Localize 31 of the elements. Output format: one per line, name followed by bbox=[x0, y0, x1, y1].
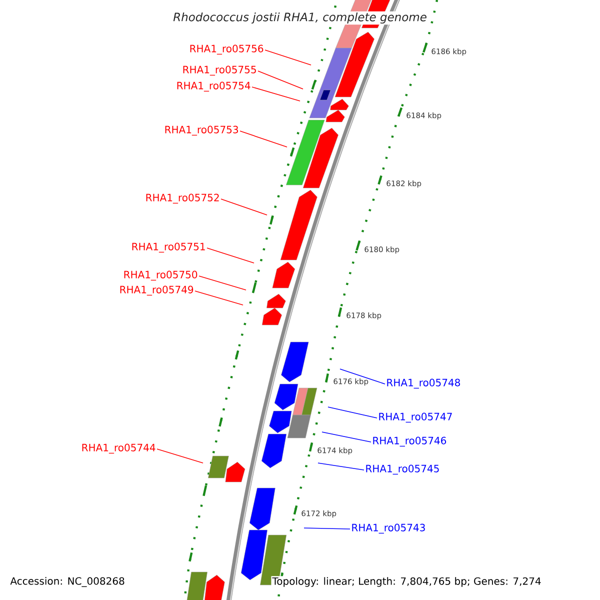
gene-label: RHA1_ro05752 bbox=[146, 194, 219, 204]
gene-label: RHA1_ro05743 bbox=[352, 524, 425, 534]
gene-label: RHA1_ro05744 bbox=[82, 444, 156, 454]
leader-line bbox=[304, 528, 350, 530]
leader-line bbox=[264, 50, 312, 66]
accession-text: Accession: NC_008268 bbox=[10, 577, 124, 587]
leader-line bbox=[322, 432, 372, 442]
gene-label: RHA1_ro05749 bbox=[120, 286, 194, 296]
leader-line bbox=[240, 130, 288, 148]
gene-label: RHA1_ro05746 bbox=[373, 436, 446, 447]
gene-label: RHA1_ro05747 bbox=[379, 412, 452, 423]
leader-line bbox=[258, 70, 304, 90]
gene-label: RHA1_ro05754 bbox=[177, 82, 250, 92]
leader-line bbox=[198, 276, 246, 290]
leader-line bbox=[220, 198, 268, 216]
leader-line bbox=[194, 290, 244, 306]
gene-label: RHA1_ro05745 bbox=[366, 464, 439, 475]
leader-line bbox=[252, 86, 300, 102]
gene-label: RHA1_ro05753 bbox=[165, 126, 238, 136]
genome-summary: Topology: linear; Length: 7,804,765 bp; Genes: 7,274 bbox=[271, 576, 542, 588]
gene-label: RHA1_ro05751 bbox=[132, 242, 205, 253]
gene-label: RHA1_ro05756 bbox=[190, 44, 264, 55]
title: Rhodococcus jostii RHA1, complete genome bbox=[172, 11, 428, 25]
leader-line bbox=[328, 406, 378, 418]
leader-line bbox=[206, 248, 254, 264]
leader-line bbox=[318, 462, 364, 470]
leader-line bbox=[340, 368, 386, 384]
gene-label: RHA1_ro05755 bbox=[183, 66, 256, 76]
leader-line bbox=[156, 448, 204, 464]
gene-label: RHA1_ro05750 bbox=[124, 270, 198, 281]
gene-label: RHA1_ro05748 bbox=[387, 378, 460, 389]
